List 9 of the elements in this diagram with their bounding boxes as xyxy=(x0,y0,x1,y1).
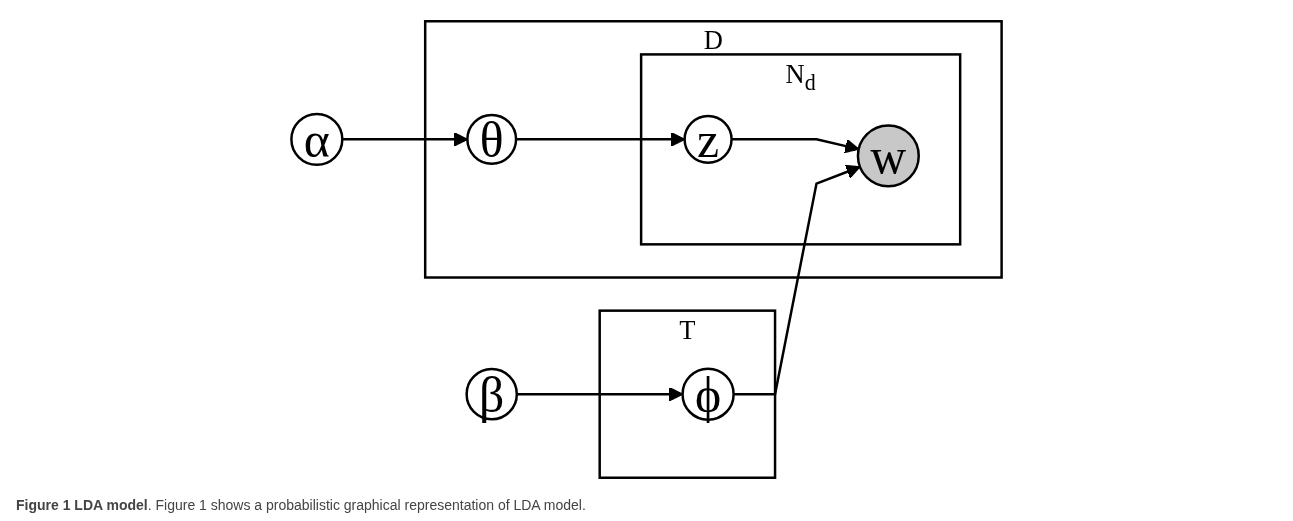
figure-caption: Figure 1 LDA model. Figure 1 shows a probabilistic graphical representation of LDA model. xyxy=(16,497,587,513)
node-circle: θ xyxy=(466,113,518,165)
node-circle: w xyxy=(856,124,920,188)
node-circle: z xyxy=(683,114,733,165)
node-circle: α xyxy=(290,112,344,167)
arrow xyxy=(731,138,860,154)
node-circle: β xyxy=(465,367,519,421)
node-circle: ϕ xyxy=(681,367,735,421)
arrow xyxy=(733,164,861,396)
